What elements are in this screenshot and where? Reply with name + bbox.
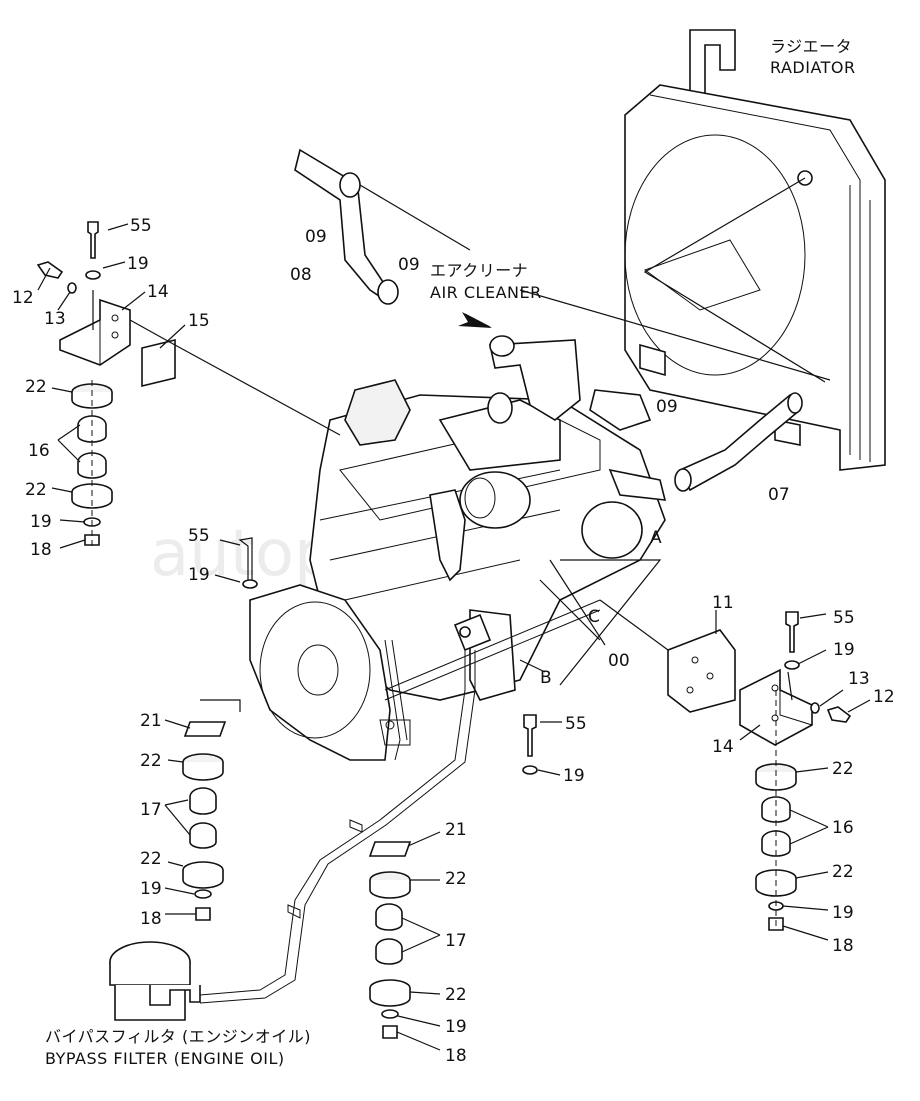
part-number-label: 11 bbox=[712, 593, 734, 613]
part-number-label: 17 bbox=[445, 931, 467, 951]
part-number-label: 22 bbox=[832, 862, 854, 882]
part-number-label: 19 bbox=[833, 640, 855, 660]
part-number-label: 18 bbox=[140, 909, 162, 929]
part-number-label: 09 bbox=[656, 397, 678, 417]
part-number-label: 21 bbox=[140, 711, 162, 731]
part-number-label: 16 bbox=[832, 818, 854, 838]
center-mount-hardware bbox=[368, 714, 538, 1039]
part-number-label: 14 bbox=[147, 282, 169, 302]
part-number-label: 55 bbox=[188, 526, 210, 546]
part-number-label: 09 bbox=[398, 255, 420, 275]
part-number-label: 19 bbox=[188, 565, 210, 585]
radiator-drawing bbox=[624, 29, 886, 471]
engine-drawing bbox=[249, 335, 667, 761]
part-number-label: 22 bbox=[445, 985, 467, 1005]
part-number-label: 22 bbox=[25, 377, 47, 397]
part-number-label: 19 bbox=[127, 254, 149, 274]
part-number-label: 22 bbox=[832, 759, 854, 779]
radiator-hose-07 bbox=[674, 392, 803, 492]
part-number-label: 19 bbox=[140, 879, 162, 899]
part-number-label: 13 bbox=[44, 309, 66, 329]
part-number-label: 21 bbox=[445, 820, 467, 840]
part-number-label: 18 bbox=[30, 540, 52, 560]
part-number-label: 18 bbox=[832, 936, 854, 956]
part-number-label: 55 bbox=[833, 608, 855, 628]
radiator-label-en: RADIATOR bbox=[770, 58, 856, 77]
air-cleaner-leader bbox=[359, 184, 471, 251]
part-number-label: 09 bbox=[305, 227, 327, 247]
part-number-label: 55 bbox=[130, 216, 152, 236]
part-number-label: 13 bbox=[848, 669, 870, 689]
right-mount-hardware bbox=[667, 611, 852, 931]
air-cleaner-label-jp: エアクリーナ bbox=[430, 261, 528, 280]
part-number-label: 22 bbox=[445, 869, 467, 889]
part-number-label: B bbox=[540, 668, 552, 688]
air-cleaner-label-en: AIR CLEANER bbox=[430, 283, 542, 302]
bypass-filter-label-jp: バイパスフィルタ (エンジンオイル) bbox=[45, 1027, 311, 1046]
air-intake-hose-08 bbox=[294, 148, 399, 305]
part-number-label: 08 bbox=[290, 265, 312, 285]
part-number-label: A bbox=[650, 528, 662, 548]
part-number-label: 19 bbox=[30, 512, 52, 532]
part-number-label: 22 bbox=[140, 849, 162, 869]
part-number-label: 22 bbox=[25, 480, 47, 500]
bypass-filter-drawing bbox=[109, 639, 476, 1021]
part-number-label: 07 bbox=[768, 485, 790, 505]
part-number-label: 15 bbox=[188, 311, 210, 331]
part-number-label: 19 bbox=[563, 766, 585, 786]
part-number-label: 16 bbox=[28, 441, 50, 461]
part-number-label: 19 bbox=[445, 1017, 467, 1037]
part-number-label: 18 bbox=[445, 1046, 467, 1066]
rear-left-mount-hardware bbox=[182, 721, 227, 921]
part-number-label: 14 bbox=[712, 737, 734, 757]
part-number-label: C bbox=[588, 607, 600, 627]
part-number-label: 22 bbox=[140, 751, 162, 771]
engine-leaders bbox=[539, 559, 662, 686]
part-number-labels: 55 19 12 13 14 15 22 16 22 19 18 09 08 0… bbox=[12, 216, 895, 1066]
radiator-label-jp: ラジエータ bbox=[770, 37, 852, 56]
part-number-label: 55 bbox=[565, 714, 587, 734]
part-number-label: 19 bbox=[832, 903, 854, 923]
part-number-label: 12 bbox=[873, 687, 895, 707]
part-number-label: 12 bbox=[12, 288, 34, 308]
radiator-leader bbox=[643, 177, 826, 383]
left-mount-hardware bbox=[36, 221, 176, 546]
part-number-label: 17 bbox=[140, 800, 162, 820]
part-number-label: 00 bbox=[608, 651, 630, 671]
bypass-filter-label-en: BYPASS FILTER (ENGINE OIL) bbox=[45, 1049, 285, 1068]
